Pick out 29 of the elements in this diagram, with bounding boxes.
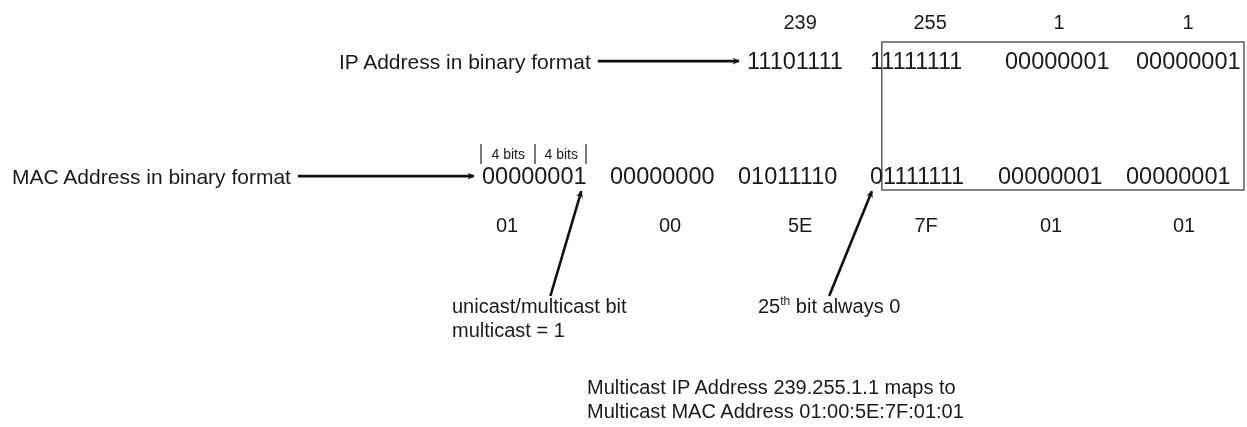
decimal-value: 255 xyxy=(913,10,947,34)
note-text: Multicast IP Address 239.255.1.1 maps to Multicast MAC Address 01:00:5E:7F:01:01 xyxy=(587,375,965,423)
arrow xyxy=(827,190,874,297)
binary-octet: 00000001 xyxy=(1005,47,1110,76)
bit-width-label: 4 bits xyxy=(491,145,525,163)
binary-octet: 00000000 xyxy=(610,162,715,191)
decimal-value: 239 xyxy=(783,10,817,34)
hex-value: 01 xyxy=(496,213,519,237)
annotation-text: 25$^{th}$ bit always 0 xyxy=(758,294,901,318)
arrow xyxy=(297,172,475,180)
arrow xyxy=(549,190,583,297)
hex-value: 5E xyxy=(788,213,813,237)
binary-octet: 11101111 xyxy=(747,47,843,76)
hex-value: 01 xyxy=(1173,213,1196,237)
row-label: IP Address in binary format xyxy=(339,48,591,74)
decimal-value: 1 xyxy=(1182,10,1194,34)
annotation-text: unicast/multicast bit multicast = 1 xyxy=(452,294,692,342)
hex-value: 00 xyxy=(659,213,682,237)
arrow xyxy=(597,57,740,65)
binary-octet: 00000001 xyxy=(1136,47,1241,76)
binary-octet: 00000001 xyxy=(1126,162,1231,191)
hex-value: 7F xyxy=(914,213,938,237)
bit-width-label: 4 bits xyxy=(544,145,578,163)
hex-value: 01 xyxy=(1040,213,1063,237)
row-label: MAC Address in binary format xyxy=(12,163,291,189)
binary-octet: 00000001 xyxy=(998,162,1103,191)
binary-octet: 00000001 xyxy=(482,162,587,191)
binary-octet: 01011110 xyxy=(738,162,838,191)
decimal-value: 1 xyxy=(1053,10,1065,34)
